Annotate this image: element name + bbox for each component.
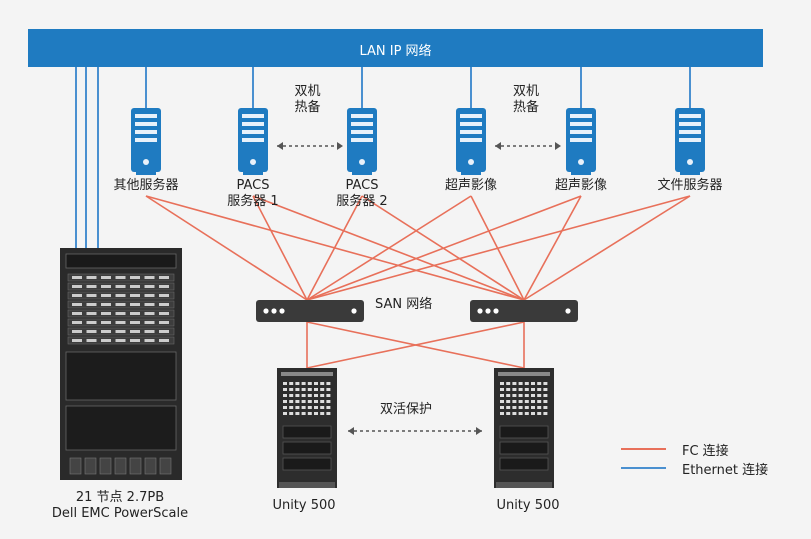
hot-standby-label-line: 双机 — [512, 84, 539, 99]
server-icon — [566, 108, 596, 175]
san-switches — [256, 300, 578, 322]
fc-link — [523, 195, 582, 301]
server-label-pacs1-line: PACS — [236, 178, 270, 193]
unity-array-icon — [494, 368, 554, 488]
server-label-us1-line: 超声影像 — [444, 178, 497, 193]
hot-standby-label: 双机热备 — [496, 84, 556, 116]
lan-ip-network-label: LAN IP 网络 — [359, 44, 432, 59]
fc-link — [306, 195, 363, 301]
powerscale-capacity-label: 21 节点 2.7PB — [75, 490, 165, 505]
arrowhead — [348, 427, 354, 435]
unity-b-label: Unity 500 — [496, 498, 560, 513]
server-label-pacs2-line: 服务器 2 — [336, 194, 388, 209]
powerscale-rack-icon — [60, 248, 182, 480]
fc-link — [306, 195, 691, 301]
server-icon — [456, 108, 486, 175]
server-label-us1: 超声影像 — [421, 178, 521, 194]
san-network-label: SAN 网络 — [375, 297, 433, 312]
hot-standby-links — [277, 142, 561, 435]
legend-ethernet-swatch — [621, 467, 666, 469]
legend-fc-swatch — [621, 448, 666, 450]
fc-link — [523, 195, 691, 301]
arrowhead — [337, 142, 343, 150]
hot-standby-label-line: 热备 — [512, 100, 539, 115]
powerscale-label: 21 节点 2.7PB Dell EMC PowerScale — [20, 490, 220, 522]
server-icon — [238, 108, 268, 175]
arrowhead — [476, 427, 482, 435]
san-switch-icon — [470, 300, 578, 322]
fc-link — [306, 195, 582, 301]
server-icons — [131, 108, 705, 175]
unity-array-icon — [277, 368, 337, 488]
server-label-file: 文件服务器 — [640, 178, 740, 194]
fc-link — [145, 195, 308, 301]
server-icon — [347, 108, 377, 175]
server-label-other: 其他服务器 — [96, 178, 196, 194]
fc-link — [252, 195, 308, 301]
arrowhead — [277, 142, 283, 150]
hot-standby-label: 双机热备 — [278, 84, 338, 116]
server-label-pacs2-line: PACS — [345, 178, 379, 193]
legend-fc-label: FC 连接 — [682, 444, 729, 459]
active-active-label: 双活保护 — [380, 402, 433, 417]
fc-link — [306, 195, 472, 301]
server-label-other-line: 其他服务器 — [113, 178, 179, 193]
server-icon — [131, 108, 161, 175]
server-icon — [675, 108, 705, 175]
unity-a-label: Unity 500 — [272, 498, 336, 513]
lan-ip-network-bar — [28, 29, 763, 67]
arrowhead — [495, 142, 501, 150]
server-label-us2-line: 超声影像 — [554, 178, 607, 193]
arrowhead — [555, 142, 561, 150]
san-switch-icon — [256, 300, 364, 322]
server-label-us2: 超声影像 — [531, 178, 631, 194]
hot-standby-label-line: 双机 — [294, 84, 321, 99]
fc-storage-link — [306, 321, 525, 369]
server-label-file-line: 文件服务器 — [657, 178, 723, 193]
fc-links — [145, 195, 691, 369]
storage-arrays — [277, 368, 554, 488]
server-label-pacs1-line: 服务器 1 — [227, 194, 279, 209]
legend-ethernet-label: Ethernet 连接 — [682, 463, 769, 478]
hot-standby-label-line: 热备 — [294, 100, 321, 115]
ethernet-links — [75, 67, 691, 248]
powerscale-name-label: Dell EMC PowerScale — [51, 506, 189, 521]
